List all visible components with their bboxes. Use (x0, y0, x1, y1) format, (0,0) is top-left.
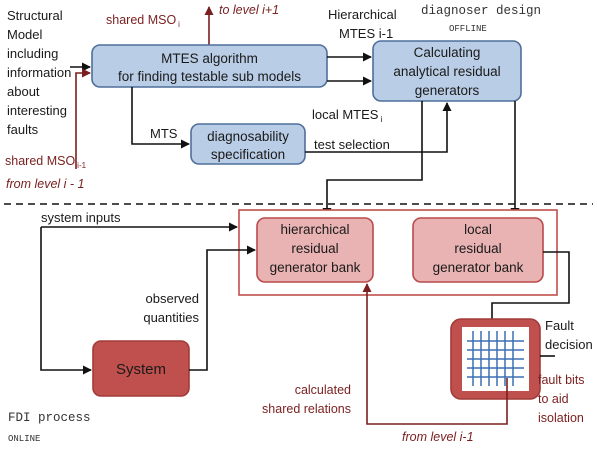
offline-title: diagnoser design (421, 4, 541, 18)
calc-node-line: generators (415, 83, 480, 98)
hier-bank-line: residual (291, 241, 338, 256)
calculated-label: shared relations (262, 402, 351, 416)
local-bank-line: generator bank (433, 260, 524, 275)
offline-subtitle: OFFLINE (449, 24, 487, 34)
local-bank-to-decision-arrow (487, 251, 570, 335)
shared-mso-top-sub: i (178, 20, 180, 29)
calc-residual-node (372, 40, 522, 102)
online-title: FDI process (8, 411, 91, 425)
observed-label: observed (146, 291, 199, 306)
shared-relations-arrow (362, 283, 508, 425)
structural-model-line: about (7, 84, 40, 99)
mtes-to-diag-arrow (131, 87, 190, 149)
calc-node-line: Calculating (414, 45, 481, 60)
system-node (92, 340, 190, 397)
hier-bank-line: generator bank (270, 260, 361, 275)
structural-model-line: Model (7, 27, 43, 42)
fault-decision-label: decision (545, 337, 593, 352)
shared-mso-left-text: shared MSO (5, 154, 75, 168)
calculated-label: calculated (295, 383, 351, 397)
diagnosability-node (190, 123, 306, 165)
fault-decision-label: Fault (545, 318, 574, 333)
shared-mso-left-sub: i-1 (77, 161, 86, 170)
from-level-bottom-label: from level i-1 (402, 430, 474, 444)
hier-bank-line: hierarchical (280, 222, 349, 237)
from-level-left-label: from level i - 1 (6, 177, 85, 191)
diag-node-line: specification (211, 147, 285, 162)
hier-mtes-label: MTES i-1 (339, 26, 393, 41)
system-inputs-to-system-arrow (40, 227, 92, 375)
mts-label: MTS (150, 126, 178, 141)
system-node-label: System (116, 361, 166, 378)
fault-bits-label: to aid (538, 392, 569, 406)
hierarchical-bank-node (256, 217, 374, 283)
shared-mso-top-text: shared MSO (106, 13, 176, 27)
calc-node-line: analytical residual (393, 64, 500, 79)
structural-model-line: including (7, 46, 58, 61)
local-mtes-text: local MTES (312, 107, 379, 122)
structural-model-text: Structural Model including information a… (7, 8, 71, 137)
mtes-node-line: for finding testable sub models (118, 69, 301, 84)
system-to-bank-arrow (189, 245, 256, 371)
test-selection-label: test selection (314, 137, 390, 152)
mtes-algorithm-node (91, 44, 328, 88)
diag-node-line: diagnosability (207, 129, 289, 144)
structural-model-line: interesting (7, 103, 67, 118)
observed-label: quantities (143, 310, 199, 325)
structural-model-line: information (7, 65, 71, 80)
mso-left-to-mtes-arrow (75, 68, 91, 169)
local-bank-line: local (464, 222, 492, 237)
online-subtitle: ONLINE (8, 434, 40, 444)
system-inputs-label: system inputs (41, 210, 121, 225)
local-bank-line: residual (454, 241, 501, 256)
hier-mtes-label: Hierarchical (328, 7, 397, 22)
local-mtes-sub: i (380, 115, 382, 124)
fault-bits-label: fault bits (538, 373, 585, 387)
structural-model-line: faults (7, 122, 39, 137)
diag-to-calc-arrow (305, 102, 452, 153)
fault-bits-label: isolation (538, 411, 584, 425)
calc-to-hier-bank-arrow (322, 101, 423, 217)
to-level-label: to level i+1 (219, 3, 279, 17)
decision-matrix-grid (467, 331, 524, 386)
local-bank-node (412, 217, 544, 283)
mtes-node-line: MTES algorithm (161, 51, 258, 66)
structural-model-line: Structural (7, 8, 63, 23)
